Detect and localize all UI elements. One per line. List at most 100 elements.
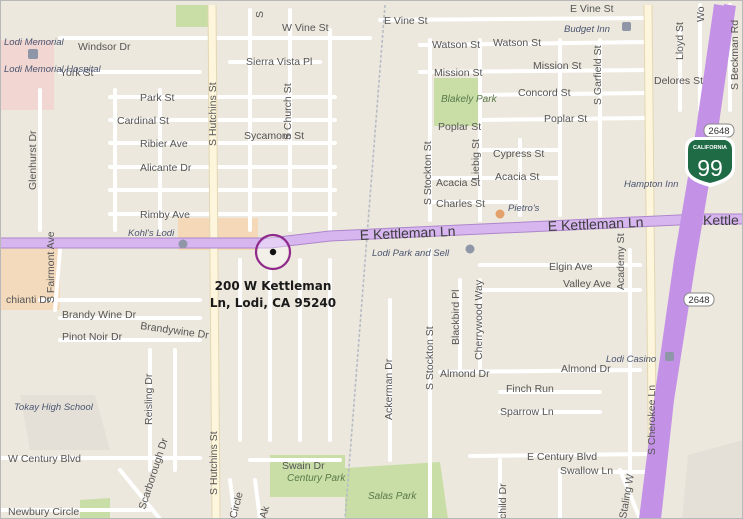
industrial-area xyxy=(682,440,743,519)
street-label-stockton-bottom: S Stockton St xyxy=(424,326,436,390)
street-label-child: child Dr xyxy=(497,483,509,519)
street-label-poplar-right: Poplar St xyxy=(544,113,587,125)
minor-roads xyxy=(0,3,732,519)
shield-number-label: 99 xyxy=(697,155,723,181)
street-label-almond-left: Almond Dr xyxy=(440,368,490,380)
street-label-garfield: S Garfield St xyxy=(592,45,604,105)
street-label-kettleman-right: Kettle xyxy=(703,212,739,228)
street-label-s-church: S Church St xyxy=(282,83,294,140)
street-label-pinot-noir: Pinot Noir Dr xyxy=(62,331,123,343)
pin-address-line1: 200 W Kettleman xyxy=(215,279,332,293)
highway-99-south[interactable] xyxy=(639,4,726,519)
street-label-cherokee: S Cherokee Ln xyxy=(646,385,658,455)
park-label-century: Century Park xyxy=(287,473,346,484)
street-label-kettleman-2: E Kettleman Ln xyxy=(547,214,643,234)
street-label-poplar-left: Poplar St xyxy=(438,121,481,133)
street-label-kettleman-1: E Kettleman Ln xyxy=(359,223,455,243)
street-label-delores: Delores St xyxy=(654,75,703,87)
park-area-top xyxy=(176,5,208,27)
street-label-swallow: Swallow Ln xyxy=(560,465,613,477)
street-label-beckman: S Beckman Rd xyxy=(729,20,741,90)
shopping-icon[interactable] xyxy=(178,239,188,249)
street-label-charles: Charles St xyxy=(436,198,485,210)
street-label-sycamore: Sycamore St xyxy=(244,130,304,142)
highway-badge-lower-label: 2648 xyxy=(688,295,709,306)
street-label-valley: Valley Ave xyxy=(563,278,611,290)
poi-label-lodi-park-sell: Lodi Park and Sell xyxy=(372,248,450,259)
hospital-icon[interactable] xyxy=(28,49,38,59)
street-label-sparrow: Sparrow Ln xyxy=(500,406,554,418)
street-label-park: Park St xyxy=(140,92,175,104)
street-label-cherrywood: Cherrywood Way xyxy=(473,279,485,360)
poi-label-lodi-casino: Lodi Casino xyxy=(606,354,656,365)
pin-address-line2: Ln, Lodi, CA 95240 xyxy=(210,296,336,310)
pin-ring xyxy=(254,233,292,271)
poi-label-lodi-memorial-hospital: Lodi Memorial Hospital xyxy=(4,64,102,75)
street-label-academy: Academy St xyxy=(615,233,627,290)
pin-dot xyxy=(269,248,277,256)
street-label-concord: Concord St xyxy=(518,87,571,99)
street-label-swain: Swain Dr xyxy=(282,460,325,472)
street-label-windsor: Windsor Dr xyxy=(78,41,131,53)
street-label-w-century: W Century Blvd xyxy=(8,453,81,465)
park-sell-icon[interactable] xyxy=(465,244,475,254)
street-label-rimby: Rimby Ave xyxy=(140,209,190,221)
street-label-sierra-vista: Sierra Vista Pl xyxy=(246,56,312,68)
casino-icon[interactable] xyxy=(665,352,674,361)
street-label-elgin: Elgin Ave xyxy=(549,261,593,273)
shield-state-label: CALIFORNIA xyxy=(693,145,727,151)
street-label-acacia-left: Acacia St xyxy=(436,177,480,189)
street-label-ackerman: Ackerman Dr xyxy=(383,358,395,420)
street-label-hutchins-bottom: S Hutchins St xyxy=(208,431,220,495)
hotel-icon[interactable] xyxy=(622,22,631,31)
street-label-chianti: chianti Dr xyxy=(6,294,51,306)
street-label-hutchins-top: S Hutchins St xyxy=(207,82,219,146)
location-pin[interactable] xyxy=(254,233,292,271)
street-label-cardinal: Cardinal St xyxy=(117,115,169,127)
street-label-church-top: S xyxy=(254,11,266,18)
street-label-e-vine-top: E Vine St xyxy=(570,3,614,15)
street-label-stockton-top: S Stockton St xyxy=(422,141,434,205)
park-label-salas: Salas Park xyxy=(368,491,417,502)
poi-label-hampton-inn: Hampton Inn xyxy=(624,179,678,190)
street-label-brandy-wine: Brandy Wine Dr xyxy=(62,309,137,321)
poi-label-budget-inn: Budget Inn xyxy=(564,24,610,35)
street-label-e-vine: E Vine St xyxy=(384,15,428,27)
poi-label-lodi-memorial: Lodi Memorial xyxy=(4,37,65,48)
school-area xyxy=(20,395,110,450)
park-label-blakely: Blakely Park xyxy=(441,94,498,105)
street-label-newbury: Newbury Circle xyxy=(8,506,79,518)
highway-badge-upper-label: 2648 xyxy=(708,126,729,137)
poi-label-tokay: Tokay High School xyxy=(14,402,94,413)
street-label-e-century: E Century Blvd xyxy=(527,451,597,463)
street-label-finch-run: Finch Run xyxy=(506,383,554,395)
street-label-york: York St xyxy=(60,67,94,79)
highway-badge-upper: 2648 xyxy=(703,123,735,138)
street-label-blackbird: Blackbird Pl xyxy=(450,290,462,345)
street-label-w-vine: W Vine St xyxy=(282,22,329,34)
railway-line xyxy=(344,4,386,519)
highway-99-north[interactable] xyxy=(649,4,736,519)
restaurant-icon[interactable] xyxy=(495,209,505,219)
street-label-mission-right: Mission St xyxy=(533,60,582,72)
ca-99-shield-icon[interactable]: CALIFORNIA 99 xyxy=(685,137,735,188)
park-area-century xyxy=(270,455,345,497)
street-label-alicante: Alicante Dr xyxy=(140,162,192,174)
poi-label-kohls: Kohl's Lodi xyxy=(128,228,175,239)
street-label-glenhurst: Glenhurst Dr xyxy=(27,130,39,190)
street-label-cypress: Cypress St xyxy=(493,148,544,160)
poi-label-pietros: Pietro's xyxy=(508,203,540,214)
highway-badge-lower: 2648 xyxy=(683,292,715,307)
street-label-lloyd: Lloyd St xyxy=(674,22,686,60)
street-label-ak: Ak xyxy=(257,504,272,519)
hospital-area xyxy=(0,40,54,110)
street-label-reisling: Reisling Dr xyxy=(143,373,155,425)
street-label-ribier: Ribier Ave xyxy=(140,138,188,150)
street-label-watson-left: Watson St xyxy=(432,39,480,51)
park-area-blakely xyxy=(434,78,482,126)
street-label-fairmont: S Fairmont Ave xyxy=(45,231,57,303)
street-label-mission-left: Mission St xyxy=(434,67,483,79)
